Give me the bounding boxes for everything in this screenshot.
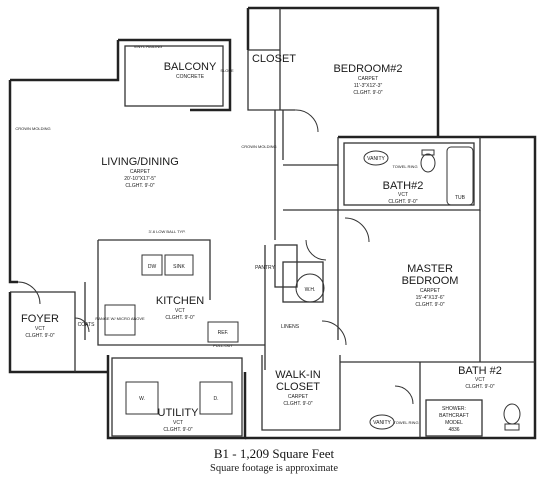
master-l3: CLGHT. 9'-0" bbox=[415, 302, 444, 308]
balcony-sub: CONCRETE bbox=[176, 74, 205, 80]
bath-master-l1: VCT bbox=[475, 377, 485, 383]
utility-label: UTILITY bbox=[158, 407, 200, 419]
room-labels: BALCONY CONCRETE VINYL RAILING SLOPE CLO… bbox=[15, 44, 502, 433]
utility-l1: VCT bbox=[173, 420, 183, 426]
ref-label: REF. bbox=[218, 330, 229, 336]
walkin-l1: CARPET bbox=[288, 394, 308, 400]
living-label: LIVING/DINING bbox=[101, 156, 179, 168]
master-label: MASTER bbox=[407, 263, 453, 275]
vanity2-label: VANITY bbox=[373, 420, 391, 426]
bedroom2-label: BEDROOM#2 bbox=[333, 63, 402, 75]
kitchen-label: KITCHEN bbox=[156, 295, 204, 307]
foyer-l2: CLGHT. 9'-0" bbox=[25, 333, 54, 339]
pullout-label: PULL-OUT bbox=[213, 343, 233, 348]
crown-right-label: CROWN MOLDING bbox=[241, 144, 276, 149]
tub-label: TUB bbox=[455, 195, 466, 201]
shower-l2: BATHCRAFT bbox=[439, 413, 469, 419]
kitchen-l2: CLGHT. 9'-0" bbox=[165, 315, 194, 321]
dryer-label: D. bbox=[214, 396, 219, 402]
wall-note-label: 3'-6 LOW BALL TYP. bbox=[149, 229, 186, 234]
dw-label: DW bbox=[148, 264, 157, 270]
slope-label: SLOPE bbox=[220, 68, 234, 73]
bath-master-label: BATH #2 bbox=[458, 365, 502, 377]
kitchen-l1: VCT bbox=[175, 308, 185, 314]
shower-l3: MODEL bbox=[445, 420, 463, 426]
walkin-label-2: CLOSET bbox=[276, 381, 320, 393]
fixtures bbox=[17, 109, 521, 431]
utility-l2: CLGHT. 9'-0" bbox=[163, 427, 192, 433]
bedroom2-l3: CLGHT. 9'-0" bbox=[353, 90, 382, 96]
shower-l1: SHOWER: bbox=[442, 406, 466, 412]
plan-subtitle: Square footage is approximate bbox=[210, 463, 338, 474]
master-l2: 15'-4"X13'-6" bbox=[416, 295, 445, 301]
pantry-label: PANTRY bbox=[255, 265, 275, 271]
washer-label: W. bbox=[139, 396, 145, 402]
vinyl-railing-label: VINYL RAILING bbox=[134, 44, 163, 49]
crown-left-label: CROWN MOLDING bbox=[15, 126, 50, 131]
bath2-top-l1: VCT bbox=[398, 192, 408, 198]
closet-top-label: CLOSET bbox=[252, 53, 296, 65]
bedroom2-l1: CARPET bbox=[358, 76, 378, 82]
bath2-top-label: BATH#2 bbox=[383, 180, 424, 192]
living-l1: CARPET bbox=[130, 169, 150, 175]
vanity1-label: VANITY bbox=[367, 156, 385, 162]
balcony-label: BALCONY bbox=[164, 61, 217, 73]
master-label-2: BEDROOM bbox=[402, 275, 459, 287]
walkin-label: WALK-IN bbox=[275, 369, 320, 381]
interior-walls bbox=[10, 8, 535, 438]
bath2-top-l2: CLGHT. 9'-0" bbox=[388, 199, 417, 205]
bath-master-l2: CLGHT. 9'-0" bbox=[465, 384, 494, 390]
living-l3: CLGHT. 9'-0" bbox=[125, 183, 154, 189]
walkin-l2: CLGHT. 9'-0" bbox=[283, 401, 312, 407]
linens-label: LINENS bbox=[281, 324, 300, 330]
towel-ring2-label: TOWEL RING bbox=[393, 420, 418, 425]
coats-label: COATS bbox=[78, 322, 96, 328]
foyer-l1: VCT bbox=[35, 326, 45, 332]
floor-plan: BALCONY CONCRETE VINYL RAILING SLOPE CLO… bbox=[8, 6, 537, 440]
shower-l4: 4836 bbox=[448, 427, 459, 433]
bedroom2-l2: 11'-3"X12'-3" bbox=[354, 83, 383, 89]
towel-ring1-label: TOWEL RING bbox=[392, 164, 417, 169]
range-label: RANGE W/ MICRO ABOVE bbox=[95, 316, 145, 321]
foyer-label: FOYER bbox=[21, 313, 59, 325]
master-l1: CARPET bbox=[420, 288, 440, 294]
plan-title: B1 - 1,209 Square Feet bbox=[213, 446, 335, 461]
wh-label: W.H. bbox=[305, 287, 316, 293]
living-l2: 20'-10"X17'-5" bbox=[124, 176, 156, 182]
exterior-walls bbox=[8, 6, 537, 440]
sink-label: SINK bbox=[173, 264, 185, 270]
